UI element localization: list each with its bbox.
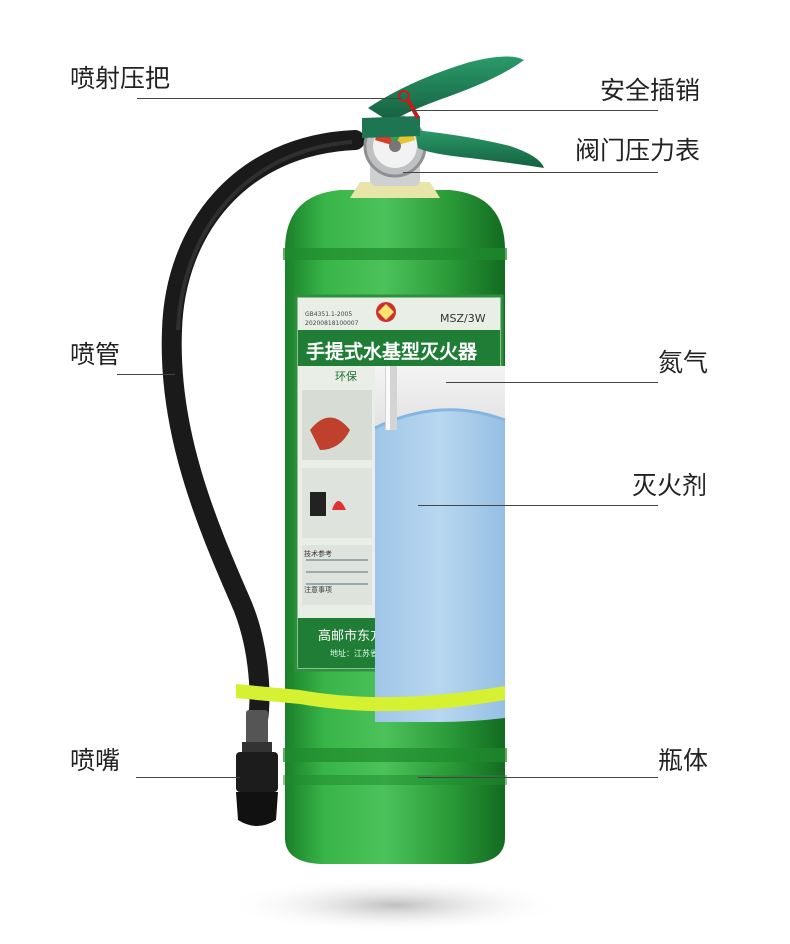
- leader-agent: [418, 505, 658, 506]
- label-cert: 20200818100007: [305, 320, 359, 327]
- hose: [161, 130, 365, 730]
- spray-handle: [368, 56, 524, 122]
- label-tech-ref: 技术参考: [304, 549, 332, 558]
- label-title: 手提式水基型灭火器: [306, 340, 478, 363]
- leader-nozzle: [136, 777, 240, 778]
- extinguishing-agent: [375, 409, 505, 722]
- leader-nitrogen: [446, 382, 658, 383]
- callout-nozzle: 喷嘴: [70, 746, 121, 775]
- leader-spray-handle: [137, 98, 402, 99]
- callout-cylinder-body: 瓶体: [658, 746, 709, 775]
- callout-nitrogen: 氮气: [658, 348, 709, 377]
- label-standard: GB4351.1-2005: [305, 311, 352, 318]
- label-subtitle: 环保: [335, 369, 357, 383]
- label-maker: 高邮市东方: [318, 628, 383, 644]
- carry-handle: [415, 130, 544, 168]
- nozzle: [236, 710, 278, 826]
- callout-valve-gauge: 阀门压力表: [575, 136, 701, 165]
- label-address: 地址：江苏省: [330, 648, 378, 658]
- callout-hose: 喷管: [70, 340, 121, 369]
- floor-shadow: [225, 877, 565, 933]
- leader-valve-gauge: [403, 172, 658, 173]
- hose-strap: [236, 684, 505, 712]
- label-notes: 注意事项: [304, 585, 332, 594]
- callout-agent: 灭火剂: [632, 471, 708, 500]
- leader-safety-pin: [408, 110, 658, 111]
- callout-spray-handle: 喷射压把: [70, 64, 171, 93]
- leader-hose: [117, 374, 175, 375]
- leader-cylinder-body: [418, 777, 658, 778]
- cutaway-section: [374, 366, 506, 722]
- safety-pin: [406, 99, 420, 119]
- label-model: MSZ/3W: [440, 312, 486, 325]
- callout-safety-pin: 安全插销: [600, 76, 701, 105]
